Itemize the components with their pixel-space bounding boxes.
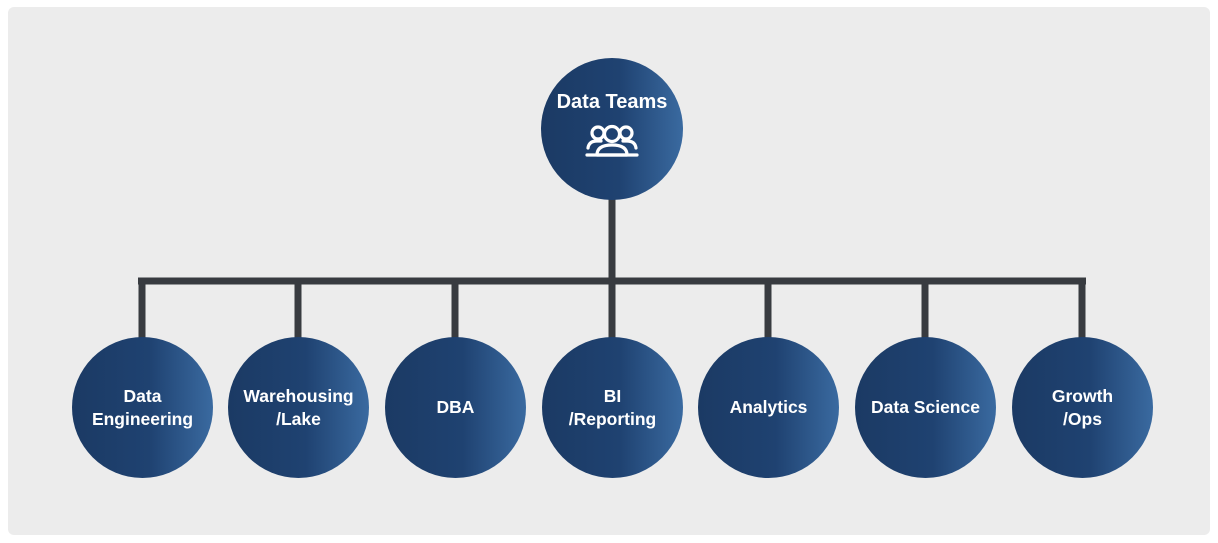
node-bi-reporting: BI /Reporting — [542, 337, 683, 478]
node-analytics: Analytics — [698, 337, 839, 478]
node-label: Analytics — [729, 397, 808, 417]
node-growth-ops: Growth /Ops — [1012, 337, 1153, 478]
node-data-science: Data Science — [855, 337, 996, 478]
node-warehousing-lake: Warehousing /Lake — [228, 337, 369, 478]
node-label: Data Science — [871, 397, 980, 417]
people-group-icon — [582, 122, 642, 162]
node-data-engineering: Data Engineering — [72, 337, 213, 478]
root-label: Data Teams — [556, 90, 668, 113]
node-dba: DBA — [385, 337, 526, 478]
node-label: Warehousing /Lake — [243, 385, 354, 429]
node-label: BI /Reporting — [568, 385, 657, 429]
node-label: DBA — [436, 397, 475, 417]
node-label: Data Engineering — [91, 385, 194, 429]
root-node-data-teams: Data Teams — [541, 58, 683, 200]
node-label: Growth /Ops — [1051, 385, 1114, 429]
